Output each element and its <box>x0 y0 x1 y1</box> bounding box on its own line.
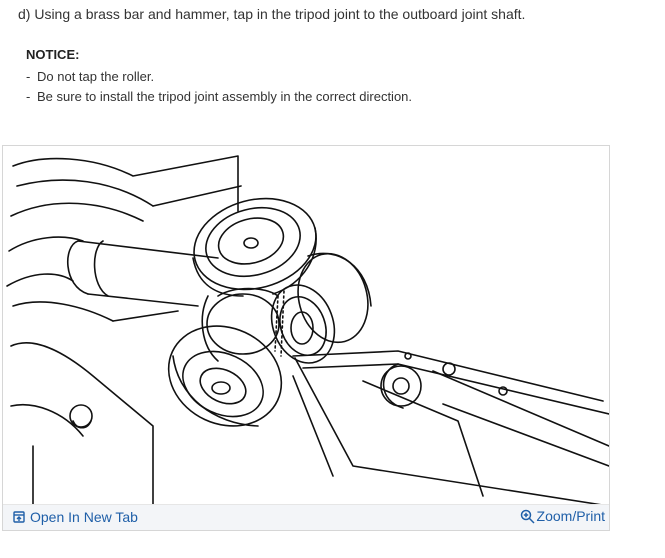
zoom-in-icon <box>520 509 535 524</box>
open-in-new-tab-label: Open In New Tab <box>30 509 138 525</box>
notice-list: -Do not tap the roller. -Be sure to inst… <box>26 67 412 107</box>
zoom-print-link[interactable]: Zoom/Print <box>520 508 605 524</box>
notice-item: -Be sure to install the tripod joint ass… <box>26 89 413 104</box>
tripod-joint-illustration <box>3 146 609 506</box>
open-in-new-tab-link[interactable]: Open In New Tab <box>13 509 138 525</box>
notice-title: NOTICE: <box>26 47 80 62</box>
notice-item-text: Be sure to install the tripod joint asse… <box>37 89 413 104</box>
figure-card: Open In New Tab Zoom/Print <box>2 145 610 531</box>
open-in-new-tab-icon <box>13 511 25 523</box>
notice-item: -Do not tap the roller. <box>26 69 155 84</box>
figure-toolbar: Open In New Tab Zoom/Print <box>3 504 609 530</box>
zoom-print-label: Zoom/Print <box>536 508 605 524</box>
instruction-step: d) Using a brass bar and hammer, tap in … <box>18 6 526 22</box>
notice-item-text: Do not tap the roller. <box>37 69 155 84</box>
